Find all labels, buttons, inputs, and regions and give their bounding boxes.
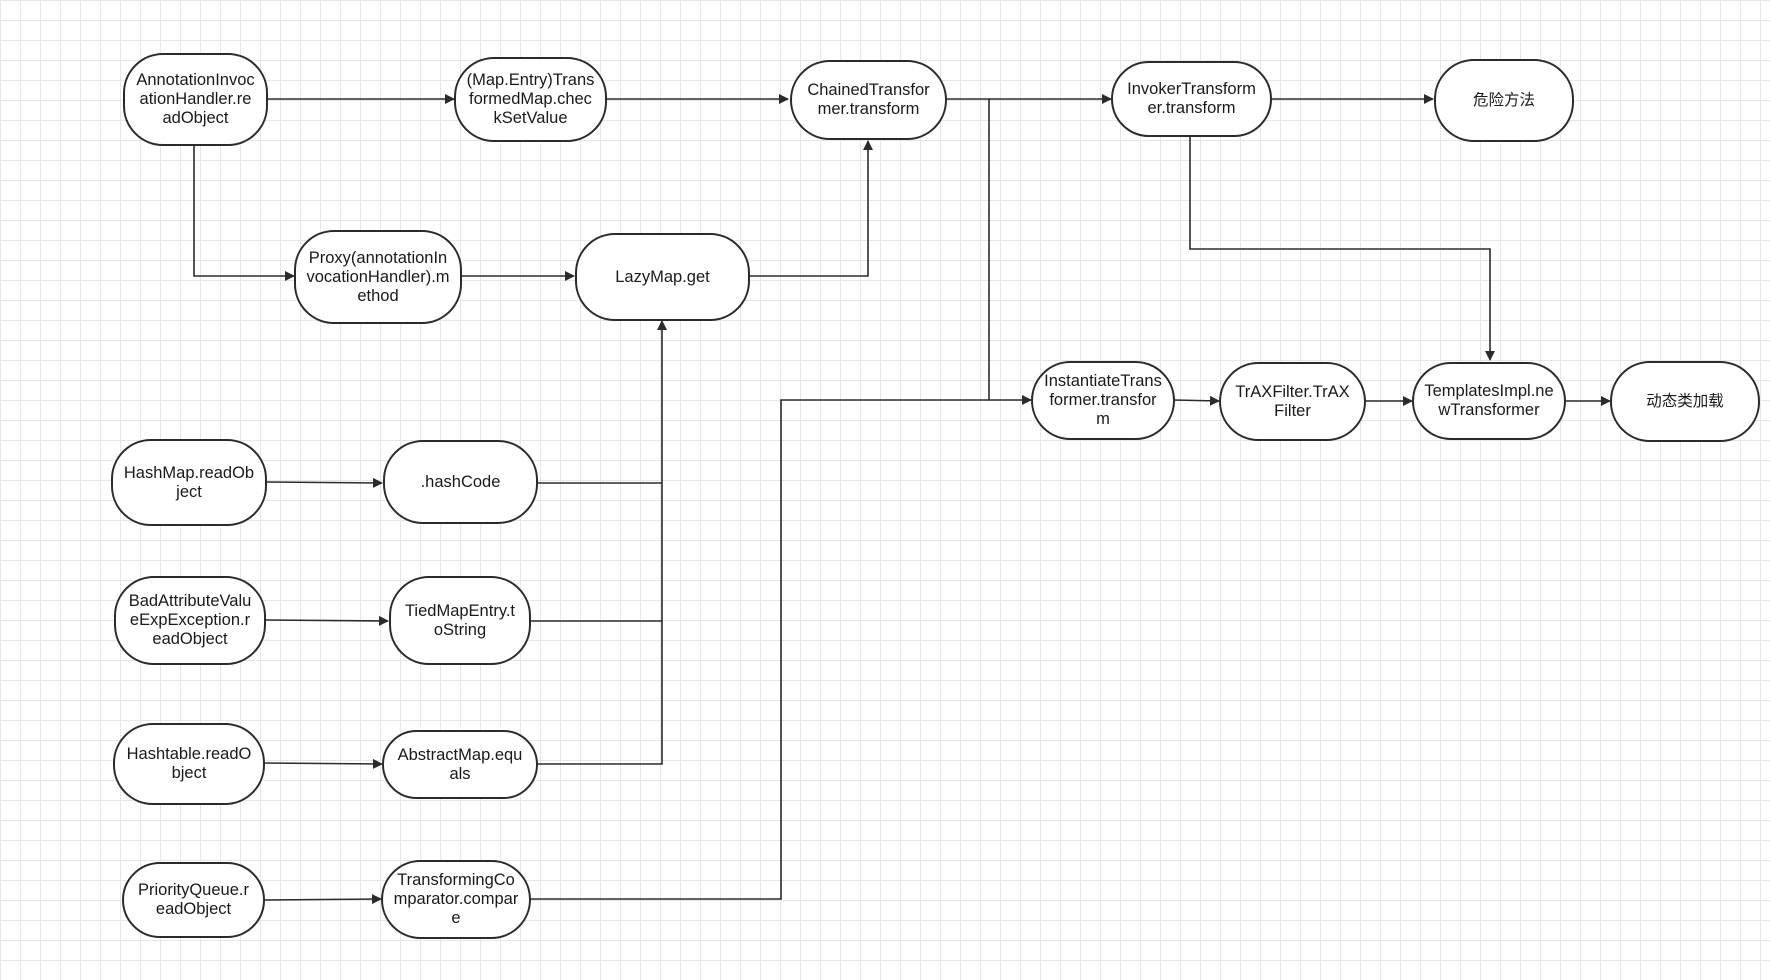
node-label: Hashtable.readObject [126,745,252,782]
node-label: Proxy(annotationInvocationHandler).metho… [306,248,450,305]
node-invokertransformer-transform[interactable]: InvokerTransformer.transform [1111,61,1272,137]
edge-badattr-to-tiedmapentry [263,615,389,626]
node-label: (Map.Entry)TransformedMap.checkSetValue [466,71,595,127]
node-instantiatetransformer-transform[interactable]: InstantiateTransformer.transform [1031,361,1175,440]
node-label: BadAttributeValueExpException.readObject [128,592,252,648]
node-label: TrAXFilter.TrAXFilter [1235,382,1350,420]
node-label: InvokerTransformer.transform [1127,80,1256,117]
node-label: TransformingComparator.compare [393,871,519,927]
node-label: TemplatesImpl.newTransformer [1424,382,1554,419]
node-lazymap-get[interactable]: LazyMap.get [575,233,750,321]
node-hashmap-readobject[interactable]: HashMap.readObject [111,439,267,526]
node-label: HashMap.readObject [123,463,255,501]
edge-comparator-to-instantiate [530,399,989,900]
node-hashcode[interactable]: .hashCode [383,440,538,524]
node-label: 危险方法 [1472,91,1535,109]
node-templatesimpl-newtransformer[interactable]: TemplatesImpl.newTransformer [1412,362,1566,440]
node-danger-method[interactable]: 危险方法 [1434,59,1574,142]
node-badattributevalueexpexception-readobject[interactable]: BadAttributeValueExpException.readObject [114,576,266,665]
node-traxfilter[interactable]: TrAXFilter.TrAXFilter [1219,362,1366,441]
node-label: InstantiateTransformer.transform [1044,372,1162,428]
edge-hashtable-to-abstractmap [263,758,383,769]
edge-equals-to-bus [538,320,667,765]
edge-instantiate-to-traxfilter [1173,395,1220,406]
node-label: AbstractMap.equals [397,745,523,783]
node-label: PriorityQueue.readObject [138,881,249,918]
node-annotationinvocationhandler-readobject[interactable]: AnnotationInvocationHandler.readObject [123,53,268,146]
node-chainedtransformer-transform[interactable]: ChainedTransformer.transform [790,60,947,140]
edge-invoker-to-templatesimpl [1189,135,1495,361]
node-priorityqueue-readobject[interactable]: PriorityQueue.readObject [122,862,265,938]
edge-chained-to-instantiate [988,99,1032,405]
node-hashtable-readobject[interactable]: Hashtable.readObject [113,723,265,805]
node-proxy-method[interactable]: Proxy(annotationInvocationHandler).metho… [294,230,462,324]
edge-lazymap-to-chained [749,140,873,277]
edge-annotation-to-proxy [193,145,295,281]
node-tiedmapentry-tostring[interactable]: TiedMapEntry.toString [389,576,531,665]
node-abstractmap-equals[interactable]: AbstractMap.equals [382,730,538,799]
edge-hashmap-to-hashcode [265,477,383,488]
node-transformingcomparator-compare[interactable]: TransformingComparator.compare [381,860,531,939]
node-label: 动态类加载 [1646,392,1724,410]
node-label: ChainedTransformer.transform [807,81,930,118]
node-label: LazyMap.get [615,267,710,286]
node-label: .hashCode [420,472,501,491]
node-transformedmap-checksetvalue[interactable]: (Map.Entry)TransformedMap.checkSetValue [454,57,607,142]
node-dynamic-class-loading[interactable]: 动态类加载 [1610,361,1760,442]
node-label: AnnotationInvocationHandler.readObject [136,71,255,127]
node-label: TiedMapEntry.toString [404,601,516,639]
edge-priorityqueue-to-comparator [262,894,382,905]
